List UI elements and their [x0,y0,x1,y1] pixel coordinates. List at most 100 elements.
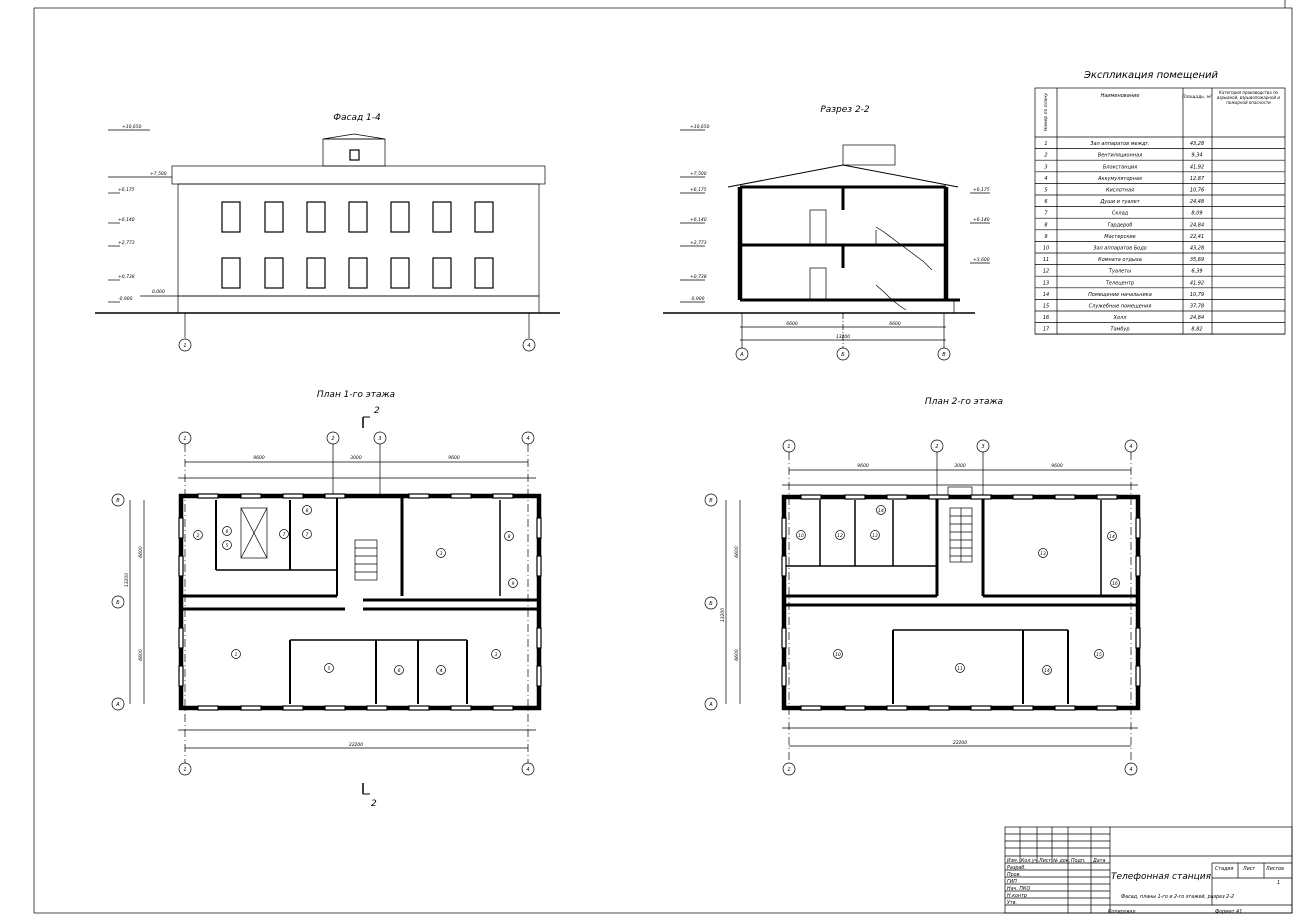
room-marker-number: 6 [398,668,401,674]
room-number: 5 [1044,188,1047,194]
room-number: 10 [1043,246,1049,252]
room-name: Мастерские [1104,234,1135,240]
room-marker-number: 7 [283,532,286,538]
room-marker-number: 16 [1112,581,1118,587]
svg-text:4: 4 [527,343,530,349]
room-marker-number: 5 [328,666,331,672]
sheet-frame [33,7,1293,914]
room-number: 3 [1044,164,1047,170]
svg-text:Б: Б [709,601,713,607]
svg-text:А: А [739,352,744,358]
svg-text:22200: 22200 [349,742,363,748]
svg-text:+3,600: +3,600 [973,257,990,263]
rooms-schedule-table: Экспликация помещений Номер по плану Наи… [1034,70,1286,335]
svg-text:ГИП: ГИП [1007,879,1017,885]
room-marker-number: 4 [440,668,443,674]
svg-text:Лист: Лист [1242,866,1255,872]
svg-text:4: 4 [1129,444,1132,450]
table-header-area: Площадь, м² [1182,94,1212,100]
svg-text:1: 1 [183,436,186,442]
room-marker-number: 13 [872,533,878,539]
room-area: 35,69 [1190,257,1204,263]
room-name: Телецентр [1106,280,1134,286]
svg-text:Пров.: Пров. [1007,872,1021,878]
room-area: 24,84 [1190,222,1204,228]
room-marker-number: 12 [837,533,843,539]
svg-text:-0,900: -0,900 [118,296,133,302]
svg-text:1: 1 [183,343,186,349]
svg-text:+7,500: +7,500 [150,171,167,177]
svg-text:+6,175: +6,175 [690,187,707,193]
room-number: 6 [1044,199,1047,205]
room-marker [870,530,880,540]
room-marker [279,529,289,539]
svg-text:Изм.: Изм. [1007,858,1018,864]
room-marker-number: 5 [226,543,229,549]
svg-text:Стадия: Стадия [1215,866,1234,872]
svg-text:В: В [942,352,946,358]
room-marker-number: 11 [957,666,963,672]
svg-text:+2,773: +2,773 [118,240,135,246]
room-name: Гардероб [1108,222,1133,228]
room-area: 8,82 [1191,327,1202,333]
svg-text:+0,738: +0,738 [690,274,707,280]
room-marker [222,540,232,550]
room-name: Зал аппаратов междг. [1090,141,1150,147]
plan1-axes: 1 2 3 4 1 4 В Б А [111,431,535,776]
section-cut-mark-top: 2 [374,406,380,416]
svg-text:13200: 13200 [124,573,130,587]
table-header-number: Номер по плану [1043,93,1049,131]
room-marker [1094,649,1104,659]
room-marker [324,663,334,673]
room-name: Вентиляционная [1098,153,1142,159]
room-name: Туалеты [1109,269,1131,275]
svg-text:№ док.: № док. [1052,858,1070,864]
room-area: 41,92 [1190,164,1204,170]
svg-text:9600: 9600 [857,463,869,469]
facade-elevation: Фасад 1-4 +10,650 +7,500 +6,175 +6,140 +… [95,113,560,352]
svg-text:+6,140: +6,140 [118,217,135,223]
svg-text:3000: 3000 [350,455,362,461]
svg-text:4: 4 [526,767,529,773]
plan1-title: План 1-го этажа [317,390,395,400]
room-name: Служебные помещения [1089,304,1152,310]
room-marker [491,649,501,659]
svg-text:4: 4 [1129,767,1132,773]
section-title: Разрез 2-2 [820,105,870,115]
room-marker [508,578,518,588]
plan2-title: План 2-го этажа [925,397,1003,407]
room-area: 37,78 [1190,304,1204,310]
room-name: Комната отдыха [1098,257,1142,263]
svg-text:-0,900: -0,900 [690,296,705,302]
room-marker [436,665,446,675]
svg-text:9600: 9600 [1051,463,1063,469]
svg-text:+6,140: +6,140 [973,217,990,223]
svg-text:В: В [116,498,120,504]
svg-text:6600: 6600 [138,649,144,661]
title-block: Изм. Кол.уч. Лист № док. Подп. Дата Разр… [1004,826,1293,915]
svg-text:Б: Б [841,352,845,358]
axis-marker [522,338,536,352]
svg-text:1: 1 [183,767,186,773]
room-area: 24,48 [1190,199,1204,205]
room-number: 9 [1044,234,1047,240]
svg-text:Разраб.: Разраб. [1007,865,1026,871]
room-marker-number: 14 [1109,534,1115,540]
room-marker [302,529,312,539]
room-name: Помещение начальника [1088,292,1152,298]
room-area: 6,39 [1191,269,1202,275]
room-marker-number: 8 [306,508,309,514]
room-number: 17 [1043,327,1050,333]
room-area: 22,41 [1190,234,1204,240]
room-name: Зал аппаратов Бодо [1093,246,1146,252]
svg-text:1: 1 [787,444,790,450]
svg-text:Кол.уч.: Кол.уч. [1021,858,1039,864]
room-area: 12,87 [1190,176,1205,182]
room-number: 16 [1043,315,1049,321]
svg-text:13200: 13200 [720,608,726,622]
svg-text:2: 2 [935,444,938,450]
room-marker-number: 1 [235,652,238,658]
facade-windows [221,201,494,289]
room-area: 43,28 [1190,246,1204,252]
table-title: Экспликация помещений [1083,70,1219,81]
